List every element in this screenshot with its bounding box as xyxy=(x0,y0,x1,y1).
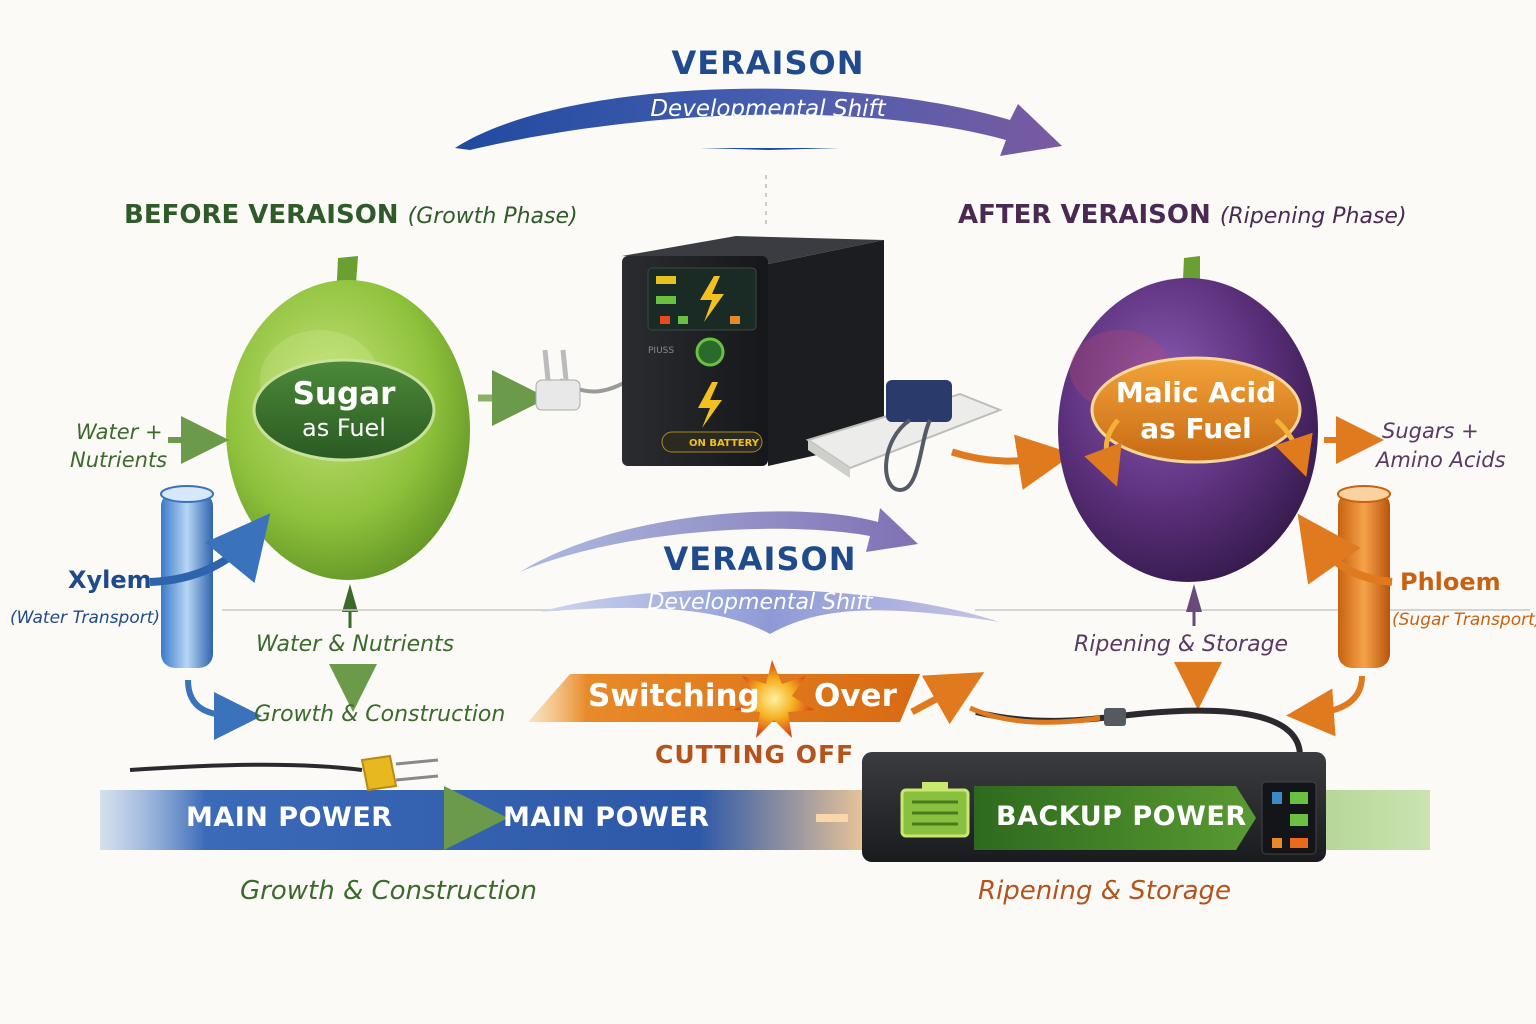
main-power-label-1: MAIN POWER xyxy=(186,802,393,833)
ups-screen-led-3 xyxy=(730,316,740,324)
middle-shift-ribbon xyxy=(540,589,1000,634)
adapter-cable xyxy=(884,418,932,493)
malic-cycle-arrow-right xyxy=(1274,418,1313,477)
ups-side xyxy=(768,240,884,466)
ups-screen-bar-1 xyxy=(656,276,676,284)
ups-brand-label: PIUSS xyxy=(648,346,675,356)
backup-panel-led-2 xyxy=(1290,792,1308,804)
power-strip-front xyxy=(808,440,850,478)
battery-icon-terminal xyxy=(922,782,948,790)
ups-power-button xyxy=(695,337,725,367)
ups-screen-bolt xyxy=(700,276,724,322)
phloem-tube-top xyxy=(1337,485,1391,503)
backup-cable xyxy=(975,707,1303,757)
xylem-arrow-down xyxy=(185,679,262,740)
backup-panel-led-1 xyxy=(1272,792,1282,804)
xylem-tube-top xyxy=(160,485,214,503)
sugars-plus-label: Sugars + xyxy=(1382,419,1479,443)
veraison-title: VERAISON xyxy=(671,44,865,82)
main-power-cord xyxy=(129,762,363,772)
top-shift-arrow-point xyxy=(700,148,840,150)
network-adapter xyxy=(886,380,952,422)
backup-panel-led-4 xyxy=(1272,838,1282,848)
main-power-label-2: MAIN POWER xyxy=(503,802,710,833)
yellow-plug-prong-1 xyxy=(395,758,439,766)
phloem-arrow-into-grape xyxy=(1297,513,1393,586)
amino-acids-label: Amino Acids xyxy=(1376,448,1506,472)
over-word: Over xyxy=(814,678,897,714)
ups-screen-led-1 xyxy=(660,316,670,324)
backup-label-bg xyxy=(974,786,1256,850)
before-veraison-subtitle: (Growth Phase) xyxy=(407,204,578,229)
below-grape-up-arrow xyxy=(342,584,358,612)
xylem-label: Xylem xyxy=(68,566,152,594)
backup-power-label: BACKUP POWER xyxy=(996,801,1247,832)
water-nutrients-caption: Water & Nutrients xyxy=(256,632,455,657)
backup-cable-plug xyxy=(1104,708,1126,726)
ups-bolt-icon xyxy=(698,382,722,428)
before-veraison-title: BEFORE VERAISON xyxy=(124,200,399,230)
band-caption-growth: Growth & Construction xyxy=(240,876,538,906)
ups-plug-prong-1 xyxy=(542,349,551,381)
yellow-plug-icon xyxy=(360,754,398,792)
phloem-arrow-down xyxy=(1286,675,1365,737)
band-caption-ripening: Ripening & Storage xyxy=(978,876,1232,906)
backup-panel-led-5 xyxy=(1290,838,1308,848)
after-veraison-subtitle: (Ripening Phase) xyxy=(1219,204,1407,229)
cutting-off-label: CUTTING OFF xyxy=(655,740,855,769)
ups-to-purple-arrow xyxy=(950,434,1074,490)
growth-construction-caption: Growth & Construction xyxy=(254,702,506,727)
top-shift-arrow xyxy=(455,88,1062,156)
yellow-plug-prong-2 xyxy=(395,774,439,782)
sugar-as-fuel-label: as Fuel xyxy=(302,414,386,442)
sugar-label: Sugar xyxy=(292,376,396,412)
middle-veraison-title: VERAISON xyxy=(663,540,857,578)
orange-cable-arrow xyxy=(968,705,1101,725)
after-veraison-heading: AFTER VERAISON (Ripening Phase) xyxy=(958,200,1407,230)
malic-acid-label: Malic Acid xyxy=(1115,376,1277,409)
switching-arrow xyxy=(910,672,985,725)
switching-banner xyxy=(528,674,920,722)
xylem-note: (Water Transport) xyxy=(10,608,161,628)
malic-acid-label-bg xyxy=(1090,356,1302,464)
switching-spark-icon xyxy=(734,660,814,738)
switching-word: Switching xyxy=(588,678,760,714)
phloem-note: (Sugar Transport) xyxy=(1392,610,1536,630)
on-battery-label: ON BATTERY xyxy=(689,438,760,449)
after-veraison-title: AFTER VERAISON xyxy=(958,200,1211,230)
ripening-up-arrow xyxy=(1186,584,1202,612)
water-plus-label: Water + xyxy=(76,420,163,444)
before-veraison-heading: BEFORE VERAISON (Growth Phase) xyxy=(124,200,578,230)
ups-plug xyxy=(535,379,581,411)
ups-battery-label-bg xyxy=(661,431,763,453)
malic-as-fuel-label: as Fuel xyxy=(1140,412,1252,445)
malic-cycle-arrow-left xyxy=(1084,418,1122,487)
ups-plug-prong-2 xyxy=(560,349,569,381)
sugar-fuel-label-bg xyxy=(252,358,436,462)
middle-shift-arc xyxy=(520,508,918,572)
xylem-arrow-into-grape xyxy=(149,513,271,586)
developmental-shift-subtitle: Developmental Shift xyxy=(650,96,886,122)
ripening-storage-caption: Ripening & Storage xyxy=(1074,632,1289,657)
ups-screen-led-2 xyxy=(678,316,688,324)
ups-screen-bar-2 xyxy=(656,296,676,304)
nutrients-label: Nutrients xyxy=(70,448,168,472)
backup-panel-led-3 xyxy=(1290,814,1308,826)
phloem-label: Phloem xyxy=(1400,568,1501,596)
middle-developmental-shift: Developmental Shift xyxy=(647,590,873,615)
